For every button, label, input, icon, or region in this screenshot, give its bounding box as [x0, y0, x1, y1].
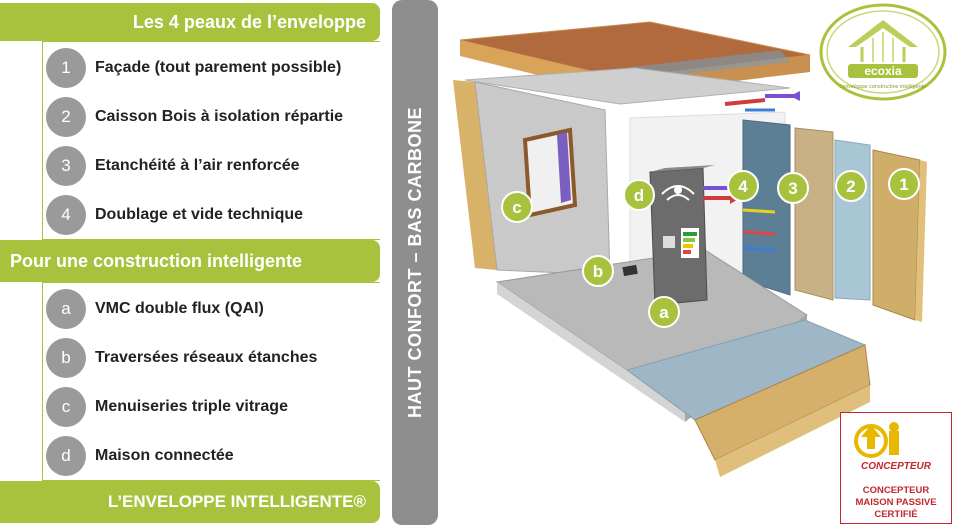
- layer-2-wood-box: [834, 139, 871, 301]
- exploded-house-illustration: 1 2 3 4 a b c d: [453, 21, 927, 477]
- list-item-label: VMC double flux (QAI): [95, 300, 264, 317]
- letter-badge: c: [46, 387, 86, 427]
- diagram-marker-4: 4: [727, 170, 759, 202]
- marker-text: 4: [738, 177, 748, 196]
- marker-text: b: [593, 262, 603, 281]
- network-penetration: [622, 264, 638, 277]
- number-badge: 2: [46, 97, 86, 137]
- vertical-banner: [392, 0, 438, 525]
- layer-3-airtight: [794, 127, 834, 301]
- cert-line: MAISON PASSIVE: [855, 497, 937, 508]
- list-item: 4 Doublage et vide technique: [43, 191, 380, 239]
- diagram-marker-a: a: [648, 296, 680, 328]
- diagram-marker-2: 2: [835, 170, 867, 202]
- list-item-label: Caisson Bois à isolation répartie: [95, 108, 344, 125]
- cert-line: CONCEPTEUR: [862, 485, 930, 496]
- marker-text: 1: [899, 175, 908, 194]
- logo-name: ecoxia: [864, 64, 902, 78]
- window-glass: [557, 132, 571, 203]
- marker-text: d: [634, 186, 644, 205]
- list-item-label: Menuiseries triple vitrage: [95, 398, 288, 415]
- list-item-label: Façade (tout parement possible): [95, 59, 342, 76]
- envelope-title: Les 4 peaux de l’enveloppe: [0, 3, 380, 41]
- list-item-label: Maison connectée: [95, 447, 234, 464]
- list-item: d Maison connectée: [43, 432, 380, 480]
- marker-text: a: [659, 303, 669, 322]
- list-item-label: Doublage et vide technique: [95, 206, 304, 223]
- marker-text: 2: [846, 177, 855, 196]
- list-item: 3 Etanchéité à l’air renforcée: [43, 142, 380, 190]
- wifi-icon: [674, 186, 682, 194]
- list-item-label: Etanchéité à l’air renforcée: [95, 157, 300, 174]
- list-item: c Menuiseries triple vitrage: [43, 383, 380, 431]
- list-item: a VMC double flux (QAI): [43, 285, 380, 333]
- vertical-banner-text: HAUT CONFORT – BAS CARBONE: [404, 106, 425, 419]
- ceiling-membrane: [464, 67, 791, 105]
- diagram-marker-3: 3: [777, 172, 809, 204]
- passive-house-seal-icon: [854, 422, 899, 458]
- left-wall: [453, 80, 611, 276]
- vmc-unit: [649, 165, 715, 306]
- number-badge: 1: [46, 48, 86, 88]
- list-item: 2 Caisson Bois à isolation répartie: [43, 93, 380, 141]
- letter-badge: a: [46, 289, 86, 329]
- envelope-list: 1 Façade (tout parement possible) 2 Cais…: [42, 41, 380, 240]
- footer-banner: L’ENVELOPPE INTELLIGENTE®: [0, 481, 380, 523]
- floor-slab: [495, 249, 871, 477]
- diagram-marker-1: 1: [888, 168, 920, 200]
- marker-text: c: [512, 198, 521, 217]
- list-item: b Traversées réseaux étanches: [43, 334, 380, 382]
- smart-list: a VMC double flux (QAI) b Traversées rés…: [42, 282, 380, 481]
- number-badge: 3: [46, 146, 86, 186]
- letter-badge: b: [46, 338, 86, 378]
- diagram-marker-d: d: [623, 179, 655, 211]
- list-item-label: Traversées réseaux étanches: [95, 349, 318, 366]
- marker-text: 3: [788, 179, 797, 198]
- diagram-marker-b: b: [582, 255, 614, 287]
- list-item: 1 Façade (tout parement possible): [43, 44, 380, 92]
- cert-line: CERTIFIÉ: [874, 509, 918, 520]
- smart-title: Pour une construction intelligente: [0, 240, 380, 282]
- passive-house-certification: CONCEPTEUR CONCEPTEUR MAISON PASSIVE CER…: [840, 412, 952, 524]
- logo-tagline: l’enveloppe constructive intelligente: [840, 84, 927, 90]
- letter-badge: d: [46, 436, 86, 476]
- house-leaf-icon: ecoxia l’enveloppe constructive intellig…: [819, 3, 947, 101]
- diagram-marker-c: c: [501, 191, 533, 223]
- service-pipes: [742, 208, 776, 252]
- layer-4-doublage: [742, 119, 791, 296]
- number-badge: 4: [46, 195, 86, 235]
- vertical-banner-text-wrap: HAUT CONFORT – BAS CARBONE: [392, 0, 438, 525]
- cert-brand: CONCEPTEUR: [860, 461, 931, 472]
